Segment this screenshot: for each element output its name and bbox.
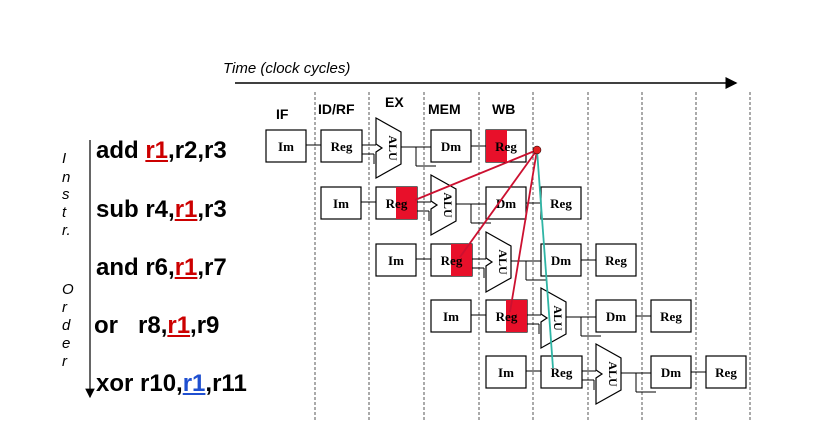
unit-label: Reg bbox=[495, 139, 517, 154]
unit-label: Reg bbox=[660, 309, 682, 324]
pipeline-row: Im Reg ALU Dm Reg bbox=[485, 342, 747, 406]
instruction-add: add r1,r2,r3 bbox=[96, 137, 227, 165]
register-file-write: Reg bbox=[650, 299, 692, 333]
pipeline-row: Im Reg ALU Dm Reg bbox=[430, 286, 692, 350]
instruction-and: and r6,r1,r7 bbox=[96, 254, 227, 282]
alu-unit: ALU bbox=[595, 342, 622, 406]
unit-label: Im bbox=[498, 365, 514, 380]
axis-letter: n bbox=[62, 169, 71, 186]
alu-label: ALU bbox=[551, 305, 565, 331]
axis-letter: r bbox=[62, 299, 67, 316]
alu-label: ALU bbox=[441, 192, 455, 218]
stage-header-id-rf: ID/RF bbox=[318, 101, 355, 117]
writeback-dot bbox=[532, 145, 542, 155]
stage-header-wb: WB bbox=[492, 101, 516, 117]
register-file-read: Reg bbox=[430, 243, 473, 277]
hazard-line bbox=[459, 149, 538, 258]
axis-letter: d bbox=[62, 317, 71, 334]
alu-unit: ALU bbox=[485, 230, 512, 294]
unit-label: Im bbox=[278, 139, 294, 154]
unit-label: Dm bbox=[606, 309, 626, 324]
axis-letter: r bbox=[62, 353, 67, 370]
alu-label: ALU bbox=[496, 249, 510, 275]
unit-label: Reg bbox=[496, 309, 518, 324]
stage-header-if: IF bbox=[276, 106, 289, 122]
pipeline-row: Im Reg ALU Dm Reg bbox=[375, 230, 637, 294]
instr-register: r1 bbox=[174, 196, 198, 223]
instruction-xor: xor r10,r1,r11 bbox=[96, 370, 247, 398]
no-hazard-line bbox=[536, 149, 554, 369]
register-file-read: Reg bbox=[485, 299, 528, 333]
stage-header-ex: EX bbox=[385, 94, 404, 110]
unit-label: Im bbox=[388, 253, 404, 268]
axis-letter: t bbox=[62, 204, 67, 221]
instr-register: r1 bbox=[182, 370, 206, 397]
data-memory: Dm bbox=[430, 129, 472, 163]
unit-label: Dm bbox=[441, 139, 461, 154]
register-file-read: Reg bbox=[320, 129, 363, 163]
instr-text: sub r4, bbox=[96, 196, 175, 223]
data-memory: Dm bbox=[650, 355, 692, 389]
unit-label: Im bbox=[333, 196, 349, 211]
instr-text: xor r10, bbox=[96, 370, 183, 397]
instruction-memory: Im bbox=[265, 129, 307, 163]
instr-text: ,r9 bbox=[190, 312, 220, 339]
instruction-memory: Im bbox=[375, 243, 417, 277]
hazard-line bbox=[509, 149, 538, 313]
alu-label: ALU bbox=[606, 361, 620, 387]
unit-label: Reg bbox=[605, 253, 627, 268]
unit-label: Reg bbox=[715, 365, 737, 380]
instr-text: ,r2,r3 bbox=[168, 137, 227, 164]
instruction-memory: Im bbox=[485, 355, 527, 389]
alu-unit: ALU bbox=[375, 116, 402, 180]
unit-label: Dm bbox=[661, 365, 681, 380]
instr-text: add bbox=[96, 137, 146, 164]
data-memory: Dm bbox=[595, 299, 637, 333]
unit-label: Reg bbox=[550, 196, 572, 211]
alu-label: ALU bbox=[386, 135, 400, 161]
hazard-line bbox=[414, 149, 538, 201]
instruction-sub: sub r4,r1,r3 bbox=[96, 196, 227, 224]
hazard-lines bbox=[414, 145, 554, 369]
unit-label: Dm bbox=[551, 253, 571, 268]
time-axis-label: Time (clock cycles) bbox=[223, 60, 351, 77]
pipeline-row: Im Reg ALU Dm Reg bbox=[265, 116, 527, 180]
instruction-memory: Im bbox=[430, 299, 472, 333]
instr-text: and r6, bbox=[96, 254, 175, 281]
instr-text: ,r11 bbox=[205, 370, 247, 397]
unit-label: Reg bbox=[551, 365, 573, 380]
unit-label: Reg bbox=[386, 196, 408, 211]
axis-letter: O bbox=[62, 281, 74, 298]
axis-letter: s bbox=[62, 186, 70, 203]
axis-letter: r. bbox=[62, 222, 71, 239]
instr-text: or r8, bbox=[94, 312, 168, 339]
instruction-memory: Im bbox=[320, 186, 362, 220]
register-file-write: Reg bbox=[705, 355, 747, 389]
register-file-write: Reg bbox=[540, 186, 582, 220]
unit-label: Im bbox=[443, 309, 459, 324]
instr-register: r1 bbox=[145, 137, 169, 164]
axis-letter: I bbox=[62, 150, 67, 167]
stage-header-mem: MEM bbox=[428, 101, 461, 117]
register-file-write: Reg bbox=[595, 243, 637, 277]
alu-unit: ALU bbox=[540, 286, 567, 350]
instr-text: ,r3 bbox=[197, 196, 227, 223]
instr-register: r1 bbox=[174, 254, 198, 281]
register-file-read: Reg bbox=[540, 355, 583, 389]
register-file-write: Reg bbox=[485, 129, 527, 163]
data-memory: Dm bbox=[540, 243, 582, 277]
instr-text: ,r7 bbox=[197, 254, 227, 281]
unit-label: Reg bbox=[331, 139, 353, 154]
axis-letter: e bbox=[62, 335, 71, 352]
instr-register: r1 bbox=[167, 312, 191, 339]
instruction-or: or r8,r1,r9 bbox=[94, 312, 219, 340]
unit-label: Reg bbox=[441, 253, 463, 268]
register-file-read: Reg bbox=[375, 186, 418, 220]
